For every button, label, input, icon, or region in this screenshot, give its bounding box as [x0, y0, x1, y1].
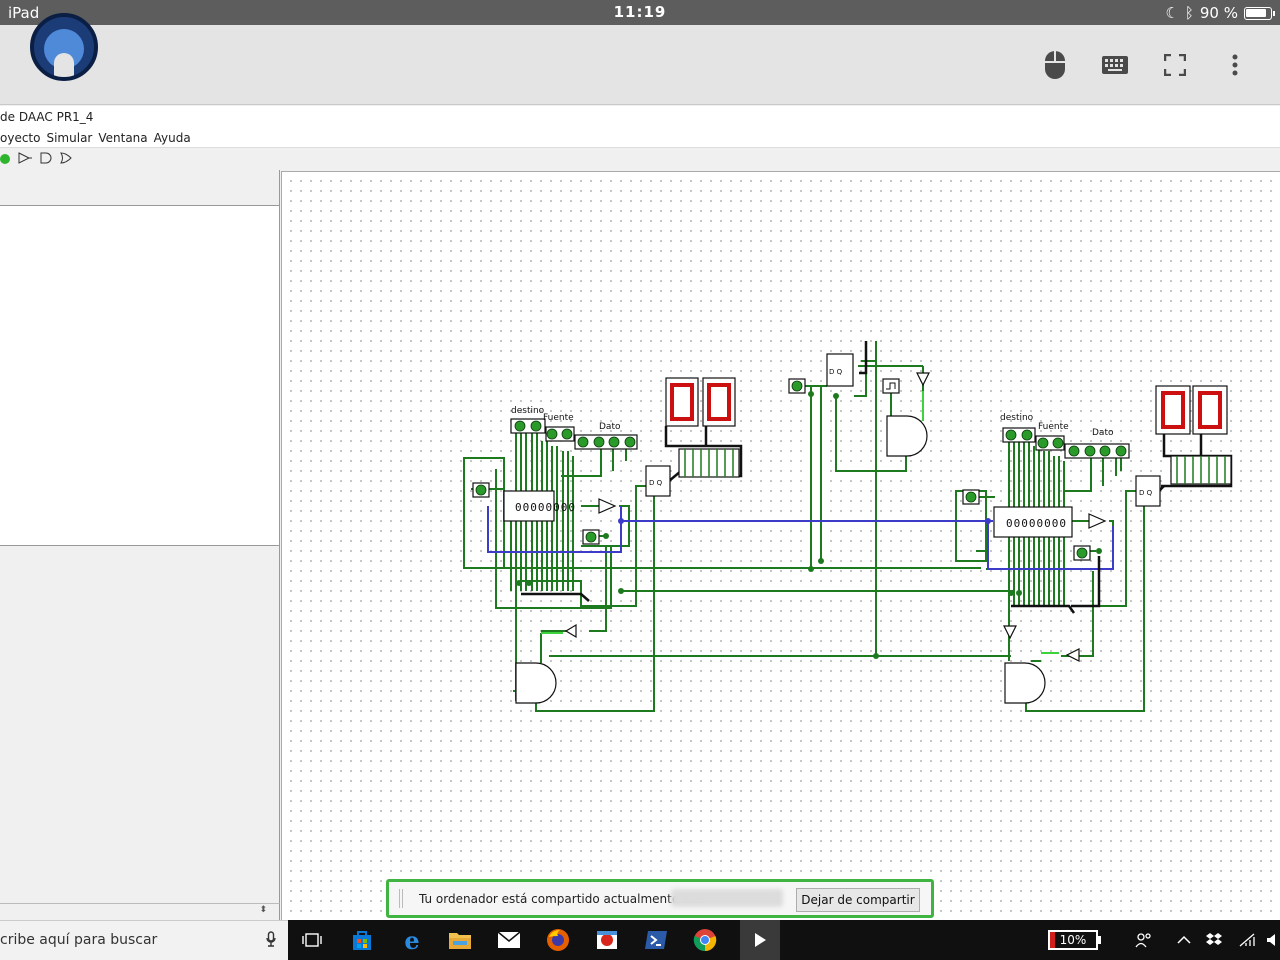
attribute-panel[interactable] [0, 546, 280, 903]
shared-with-redacted [671, 889, 783, 907]
ff-label-center: D Q [829, 368, 843, 376]
label-destino-right: destino [1000, 413, 1034, 423]
device-name: iPad [8, 4, 40, 22]
label-fuente-left: Fuente [543, 413, 574, 423]
label-fuente-right: Fuente [1038, 422, 1069, 432]
project-explorer-panel[interactable] [0, 205, 280, 546]
stop-sharing-button[interactable]: Dejar de compartir [796, 888, 920, 912]
volume-icon[interactable] [1263, 926, 1280, 954]
dropbox-icon[interactable] [1200, 926, 1228, 954]
label-dato-left: Dato [599, 422, 621, 432]
edge-browser-icon[interactable]: e [404, 925, 420, 955]
register-value-left: 00000000 [515, 501, 576, 514]
status-right: ☾ ᛒ 90 % [1165, 4, 1275, 22]
app-title-bar: de DAAC PR1_4 [0, 106, 1280, 128]
chevron-up-icon[interactable] [1170, 926, 1198, 954]
buffer-tool-icon[interactable] [18, 151, 32, 167]
menu-item-simular[interactable]: Simular [46, 131, 93, 145]
menu-item-ayuda[interactable]: Ayuda [153, 131, 191, 145]
label-destino-left: destino [511, 406, 545, 416]
and-gate-tool-icon[interactable] [40, 152, 52, 167]
mouse-icon[interactable] [1037, 47, 1073, 83]
menu-item-proyecto[interactable]: oyecto [0, 131, 41, 145]
task-view-icon[interactable] [298, 926, 326, 954]
search-placeholder: cribe aquí para buscar [0, 932, 158, 948]
firefox-icon[interactable] [544, 926, 572, 954]
ff-label-left: D Q [649, 479, 663, 487]
ios-status-bar: iPad 11:19 ☾ ᛒ 90 % [0, 0, 1280, 25]
chrome-icon[interactable] [691, 926, 719, 954]
menu-item-ventana[interactable]: Ventana [98, 131, 148, 145]
share-banner-text: Tu ordenador está compartido actualmente… [419, 892, 705, 906]
circuit-diagram: destino Fuente Dato destino Fuente Dato … [463, 341, 1233, 712]
more-icon[interactable] [1217, 47, 1253, 83]
screen-share-banner: Tu ordenador está compartido actualmente… [386, 879, 934, 918]
remote-app-logo-icon[interactable] [30, 13, 98, 81]
status-time: 11:19 [613, 3, 667, 21]
bluetooth-icon: ᛒ [1184, 4, 1194, 22]
remote-desktop-toolbar [0, 13, 1280, 105]
poke-tool-icon[interactable] [0, 154, 10, 164]
battery-indicator[interactable]: 10% [1048, 930, 1101, 950]
explorer-header [0, 170, 280, 205]
file-explorer-icon[interactable] [446, 926, 474, 954]
remote-desktop-app-icon[interactable] [740, 920, 780, 960]
spinner-arrows-icon[interactable]: ⬍ [259, 905, 267, 915]
register-value-right: 00000000 [1006, 517, 1067, 530]
taskbar-search-box[interactable]: cribe aquí para buscar [0, 920, 288, 960]
windows-taskbar: e 10% [288, 920, 1280, 960]
mail-icon[interactable] [495, 926, 523, 954]
label-dato-right: Dato [1092, 428, 1114, 438]
powershell-icon[interactable] [642, 926, 670, 954]
snipping-tool-icon[interactable] [593, 926, 621, 954]
tool-bar [0, 148, 1280, 170]
battery-percent: 90 % [1199, 4, 1238, 22]
menu-bar: oyecto Simular Ventana Ayuda [0, 128, 1280, 148]
or-gate-tool-icon[interactable] [60, 151, 72, 167]
window-title: de DAAC PR1_4 [0, 110, 94, 124]
moon-icon: ☾ [1165, 4, 1179, 22]
wifi-icon[interactable] [1233, 926, 1261, 954]
people-icon[interactable] [1130, 926, 1158, 954]
ff-label-right: D Q [1139, 489, 1153, 497]
store-icon[interactable] [348, 926, 376, 954]
fullscreen-icon[interactable] [1157, 47, 1193, 83]
battery-icon [1244, 6, 1275, 20]
panel-scrollbar[interactable]: ⬍ [0, 903, 280, 920]
circuit-canvas[interactable]: destino Fuente Dato destino Fuente Dato … [281, 171, 1280, 920]
microphone-icon[interactable] [266, 931, 276, 951]
drag-handle-icon[interactable] [399, 889, 403, 908]
keyboard-icon[interactable] [1097, 47, 1133, 83]
